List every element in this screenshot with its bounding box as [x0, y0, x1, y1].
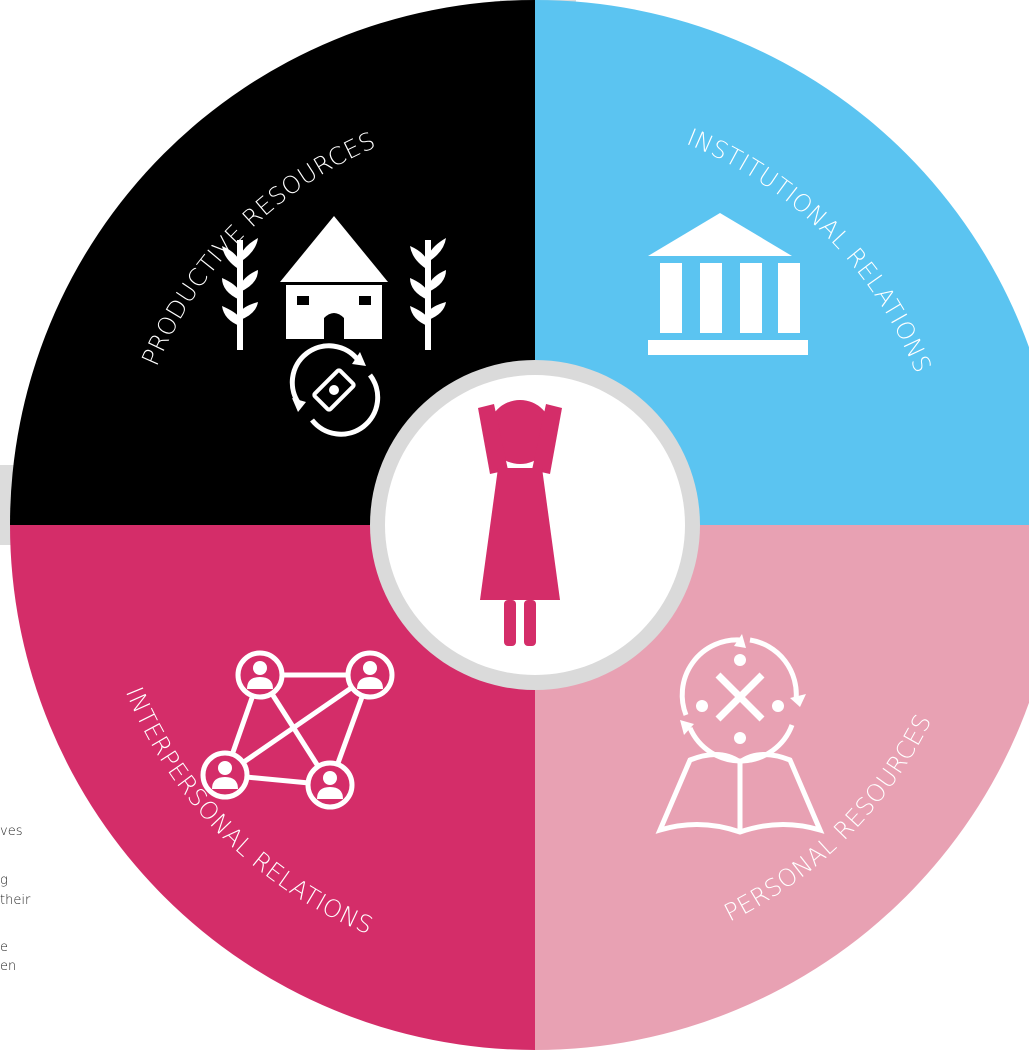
money-cycle-icon	[289, 343, 381, 437]
side-text-line-2: g	[0, 873, 8, 888]
side-text-line-4: e	[0, 940, 8, 955]
side-text-line-1: ves	[0, 824, 23, 839]
hut-and-crops-icon	[222, 216, 446, 350]
side-text-line-5: en	[0, 959, 17, 974]
book-and-tools-icon	[655, 634, 825, 835]
woman-raising-arms-icon	[478, 400, 562, 646]
institution-building-icon	[648, 213, 808, 355]
side-text-line-3: their	[0, 893, 31, 908]
people-network-icon	[200, 650, 395, 810]
